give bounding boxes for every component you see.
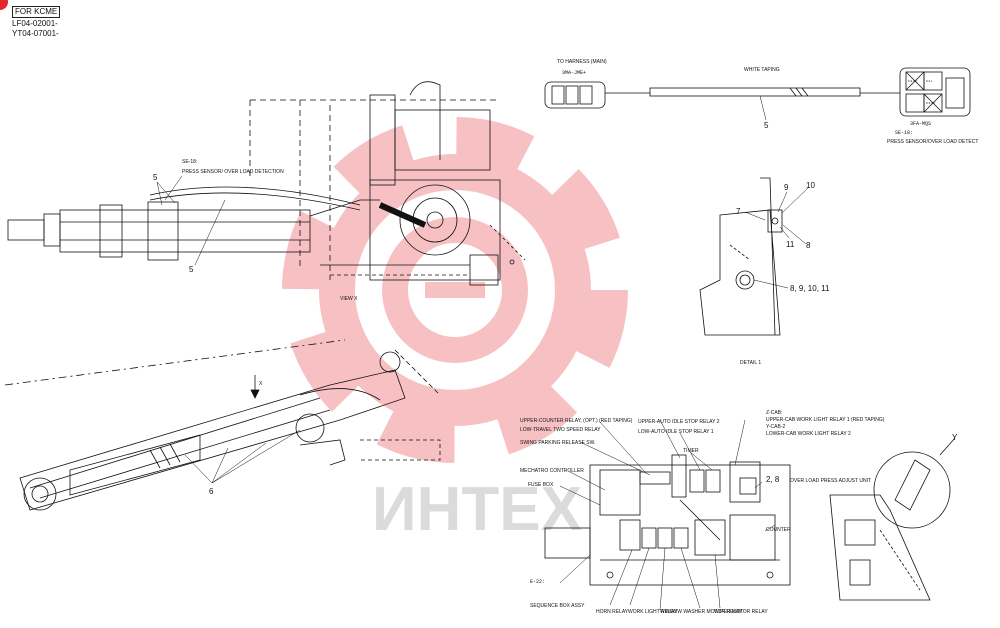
counter-label: COUNTER <box>766 527 791 533</box>
wiper-motor-relay-label: WIPER MOTOR RELAY <box>714 609 768 615</box>
sensor-connector-code: 3FA-MQS <box>910 121 931 127</box>
swing-parking-release: SWING PARKING RELEASE SW. <box>520 440 595 446</box>
panel-leader-lines <box>559 419 776 611</box>
harness-sensor-desc: PRESS SENSOR/OVER LOAD DETECT <box>887 139 978 145</box>
serial-code-1: LF04-02001- <box>12 19 58 28</box>
kcme-label: FOR KCME <box>12 6 61 18</box>
horn-relay-label: HORN RELAY <box>596 609 629 615</box>
harness-se18-label: SE-18: <box>895 130 913 136</box>
fuse-box-label: FUSE BOX <box>528 482 554 488</box>
cab-y-label: Y-CAB-2 <box>766 424 785 430</box>
harness-to-main: TO HARNESS (MAIN) <box>557 59 607 65</box>
pin-label-b: 0.3 L <box>926 79 933 83</box>
boom-arrow-label: X <box>259 381 263 387</box>
harness-drawing <box>544 67 971 121</box>
boom-leader-lines <box>184 429 301 484</box>
upper-counter-relay: UPPER-COUNTER RELAY, (OPT.) (RED TAPING) <box>520 418 633 424</box>
low-travel-relay: LOW-TRAVEL TWO SPEED RELAY <box>520 427 601 433</box>
detail-part-7: 7 <box>736 207 741 216</box>
e22-label: E-22: <box>530 579 545 585</box>
sequence-box-label: SEQUENCE BOX ASSY <box>530 603 585 609</box>
arm-se18-label: SE-18: <box>182 159 197 165</box>
watermark-gear-logo <box>282 117 628 463</box>
detail-part-8: 8 <box>806 241 811 250</box>
mechatro-controller-label: MECHATRO CONTROLLER <box>520 468 584 474</box>
harness-part-5: 5 <box>764 121 769 130</box>
overload-adjust-unit: OVER LOAD PRESS ADJUST UNIT <box>790 478 871 484</box>
serial-code-2: YT04-07001- <box>12 29 59 38</box>
cab-z-label: Z-CAB: <box>766 410 782 416</box>
lower-cab-work-light: LOWER-CAB WORK LIGHT RELAY 2 <box>766 431 851 437</box>
detail-part-11: 11 <box>786 240 795 249</box>
detail-1-title: DETAIL 1 <box>740 360 761 366</box>
red-corner-mark <box>0 0 8 10</box>
watermark-text: ИНТЕХ <box>372 475 582 544</box>
arm-part-5b: 5 <box>189 265 194 274</box>
detail-part-9: 9 <box>784 183 789 192</box>
detail-1-leaders <box>744 187 809 289</box>
inset-drawing <box>829 437 956 601</box>
work-light-relay-label: WORK LIGHT RELAY <box>628 609 678 615</box>
window-washer-relay-label: WINDOW WASHER MOTOR RELAY <box>660 609 743 615</box>
harness-conn-code: 3MA-JME+ <box>562 70 586 76</box>
arm-leader-lines <box>156 175 226 266</box>
panel-parts-2-8: 2, 8 <box>766 475 780 484</box>
arm-sensor-label: PRESS SENSOR/ OVER LOAD DETECTION <box>182 169 284 175</box>
timer-label: TIMER <box>683 448 699 454</box>
detail-1-drawing <box>699 177 783 336</box>
inset-letter-y: Y <box>952 433 958 442</box>
low-auto-idle-relay: LOW-AUTO IDLE STOP RELAY 1 <box>638 429 714 435</box>
detail-part-10: 10 <box>806 181 815 190</box>
arm-assembly-view <box>7 81 526 286</box>
control-panel-drawing <box>544 454 791 586</box>
view-x-label: VIEW X <box>340 296 358 302</box>
harness-white-taping: WHITE TAPING <box>744 67 780 73</box>
boom-drawing <box>4 339 441 511</box>
upper-auto-idle-relay: UPPER-AUTO IDLE STOP RELAY 2 <box>638 419 720 425</box>
pin-label-a: 0.3 GY <box>908 79 917 83</box>
arm-part-5a: 5 <box>153 173 158 182</box>
detail-parts-combo: 8, 9, 10, 11 <box>790 284 830 293</box>
upper-cab-work-light: UPPER-CAB WORK LIGHT RELAY 1 (RED TAPING… <box>766 417 885 423</box>
boom-part-6: 6 <box>209 487 214 496</box>
pin-label-c: 0.3 GY <box>926 101 935 105</box>
